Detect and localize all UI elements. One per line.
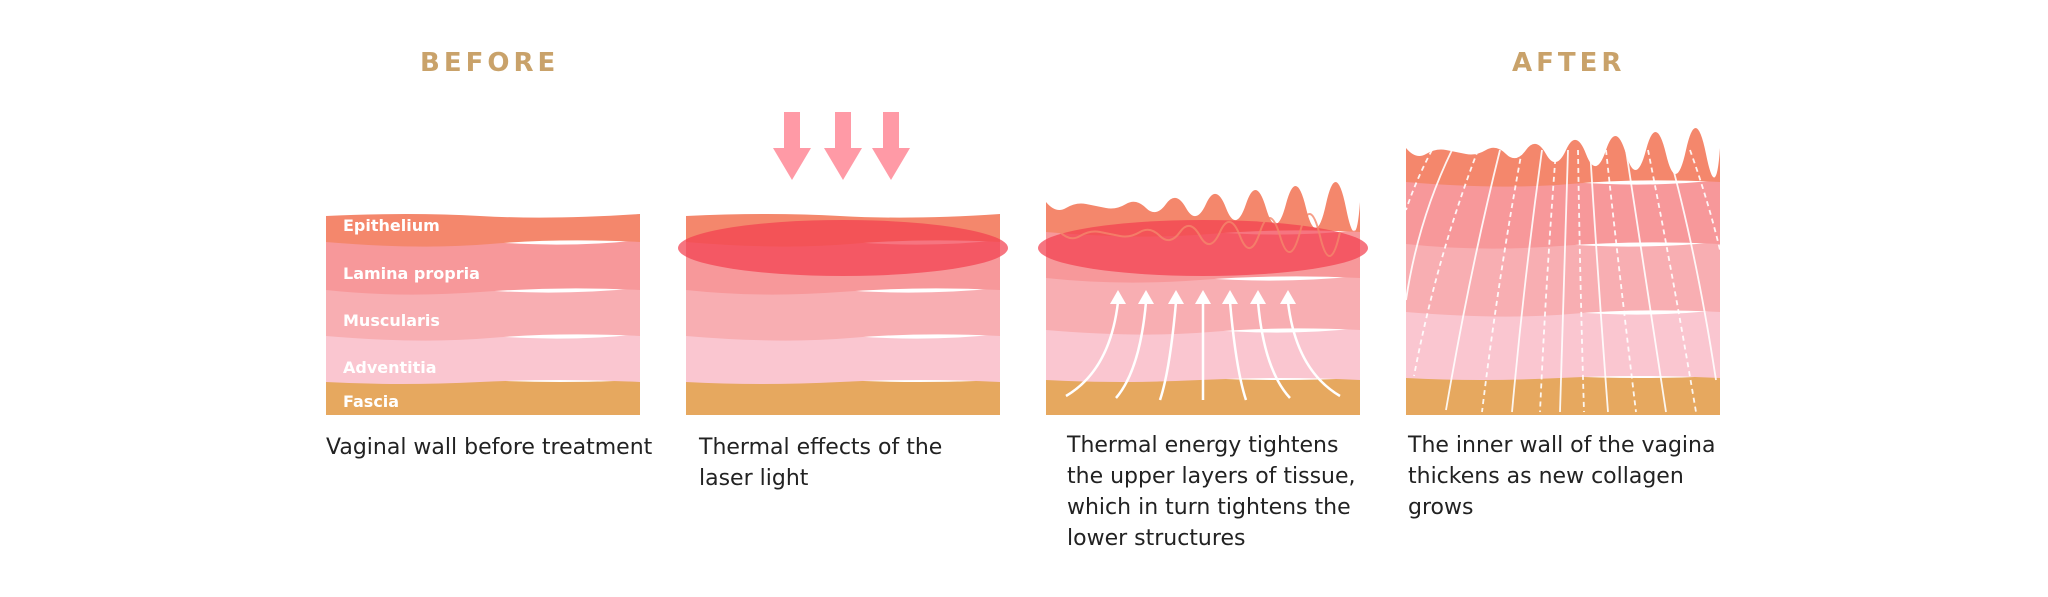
panel-tightening (1038, 181, 1368, 415)
arrow-heads (1110, 290, 1296, 304)
layer-muscularis (1406, 240, 1720, 317)
collagen-fiber (1689, 149, 1721, 251)
layer-fascia (686, 378, 1000, 415)
after-heading: AFTER (1512, 48, 1626, 78)
before-heading: BEFORE (420, 48, 560, 78)
layer-epithelium (326, 214, 640, 247)
down-arrow-icon (872, 112, 910, 180)
curved-up-arrow-icon (1115, 301, 1148, 399)
layer-epithelium-wavy (1046, 181, 1360, 237)
collagen-fiber (1667, 149, 1717, 381)
arrow-head-icon (1280, 290, 1296, 304)
layer-epithelium-wavy (1406, 127, 1720, 187)
down-arrow-icon (824, 112, 862, 180)
label-fascia: Fascia (343, 392, 399, 411)
heat-zone-wave (1059, 213, 1341, 257)
caption-after-collagen: The inner wall of the vagina thickens as… (1408, 433, 1716, 520)
curved-up-arrow-icon (1228, 301, 1248, 401)
curved-up-arrow-icon (1065, 301, 1120, 398)
panel-laser (678, 112, 1008, 415)
layer-lamina-propria (1406, 178, 1720, 249)
layer-fascia (326, 378, 640, 415)
layer-lamina-propria (326, 238, 640, 295)
collagen-fibers (1405, 149, 1721, 413)
collagen-fiber (1647, 149, 1697, 413)
curved-up-arrow-icon (1256, 301, 1291, 399)
collagen-fiber (1559, 149, 1569, 413)
panel-after (1405, 127, 1721, 415)
layer-muscularis (686, 286, 1000, 341)
layer-fascia (1406, 374, 1720, 415)
label-epithelium: Epithelium (343, 216, 440, 235)
collagen-fiber (1405, 149, 1453, 301)
arrow-head-icon (1168, 290, 1184, 304)
panel-before: Epithelium Lamina propria Muscularis Adv… (326, 214, 640, 415)
collagen-fiber (1445, 149, 1501, 411)
collagen-fiber (1589, 149, 1609, 413)
collagen-fiber (1539, 149, 1557, 413)
curved-up-arrow-icon (1158, 301, 1178, 401)
arrow-head-icon (1195, 290, 1211, 304)
collagen-fiber (1511, 149, 1543, 413)
arrow-head-icon (1250, 290, 1266, 304)
laser-arrows (773, 112, 910, 180)
caption-laser-effects: Thermal effects of the laser light (699, 435, 943, 491)
down-arrow-icon (773, 112, 811, 180)
upward-force-arrows (1065, 301, 1341, 401)
layer-adventitia (686, 332, 1000, 384)
arrow-head-icon (1222, 290, 1238, 304)
label-lamina-propria: Lamina propria (343, 264, 480, 283)
arrow-head-icon (1110, 290, 1126, 304)
layer-adventitia (326, 332, 640, 384)
collagen-fiber (1413, 149, 1479, 377)
collagen-fiber (1625, 149, 1667, 413)
caption-tightening: Thermal energy tightens the upper layers… (1067, 433, 1356, 551)
laser-heat-zone (678, 220, 1008, 276)
collagen-fiber (1577, 149, 1585, 413)
label-muscularis: Muscularis (343, 311, 440, 330)
arrow-head-icon (1138, 290, 1154, 304)
curved-up-arrow-icon (1286, 301, 1341, 398)
layer-muscularis (326, 286, 640, 341)
label-adventitia: Adventitia (343, 358, 437, 377)
caption-before-treatment: Vaginal wall before treatment (326, 435, 653, 460)
laser-heat-zone (1038, 220, 1368, 276)
layer-adventitia (1406, 309, 1720, 380)
